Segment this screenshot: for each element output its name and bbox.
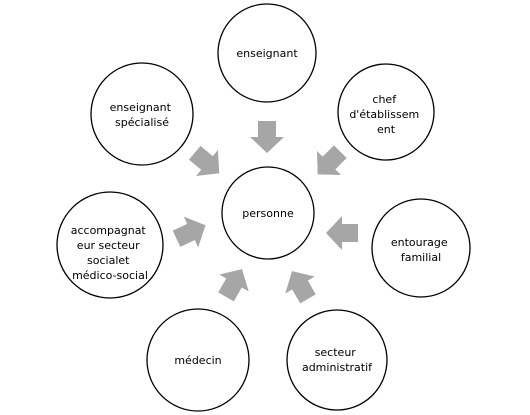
- node-chef-etablissement-circle: [337, 63, 435, 161]
- arrow-from-chef-etablissement: [316, 145, 347, 176]
- node-enseignant-line: enseignant: [236, 47, 298, 60]
- arrows: [172, 121, 358, 304]
- arrow-from-enseignant-specialise: [188, 145, 220, 177]
- node-secteur-administratif-label: secteur administratif: [302, 346, 373, 374]
- node-accompagnateur-label: accompagnat eur secteur socialet médico-…: [71, 224, 150, 282]
- node-enseignant-specialise-line-2: spécialisé: [115, 116, 169, 129]
- arrow-from-accompagnateur: [172, 216, 206, 248]
- node-medecin-label: médecin: [174, 354, 221, 367]
- node-secteur-administratif-line-2: administratif: [302, 361, 373, 374]
- node-secteur-administratif-circle: [286, 309, 388, 411]
- node-medecin-circle: [146, 308, 250, 412]
- node-enseignant-specialise-label: enseignant spécialisé: [110, 101, 175, 129]
- node-accompagnateur-circle: [56, 191, 164, 299]
- labels: personne enseignant chef d'établissem en…: [71, 47, 451, 374]
- node-chef-etablissement-line-2: d'établissem: [349, 108, 419, 121]
- arrow-from-secteur-administratif: [285, 271, 316, 304]
- node-enseignant-label: enseignant: [236, 47, 298, 60]
- nodes: [56, 3, 471, 412]
- node-accompagnateur-line-4: médico-social: [72, 269, 148, 282]
- center-node-circle: [221, 166, 315, 260]
- node-accompagnateur-line-2: eur secteur: [77, 239, 140, 252]
- node-enseignant-specialise-line-1: enseignant: [110, 101, 172, 114]
- center-node-line: personne: [242, 207, 294, 220]
- center-node-label: personne: [242, 207, 294, 220]
- arrow-from-medecin: [218, 269, 249, 302]
- node-entourage-familial-line-1: entourage: [391, 236, 448, 249]
- node-medecin-line: médecin: [174, 354, 221, 367]
- node-entourage-familial-line-2: familial: [401, 251, 441, 264]
- node-entourage-familial-circle: [371, 198, 471, 298]
- arrow-from-enseignant: [250, 121, 284, 153]
- arrow-from-entourage-familial: [326, 216, 358, 250]
- node-accompagnateur-line-3: socialet: [87, 254, 130, 267]
- node-enseignant-specialise-circle: [90, 62, 194, 166]
- node-entourage-familial-label: entourage familial: [391, 236, 451, 264]
- node-secteur-administratif-line-1: secteur: [315, 346, 357, 359]
- node-chef-etablissement-label: chef d'établissem ent: [349, 93, 422, 136]
- node-chef-etablissement-line-3: ent: [377, 123, 396, 136]
- node-enseignant-circle: [217, 3, 317, 103]
- node-chef-etablissement-line-1: chef: [372, 93, 397, 106]
- node-accompagnateur-line-1: accompagnat: [71, 224, 147, 237]
